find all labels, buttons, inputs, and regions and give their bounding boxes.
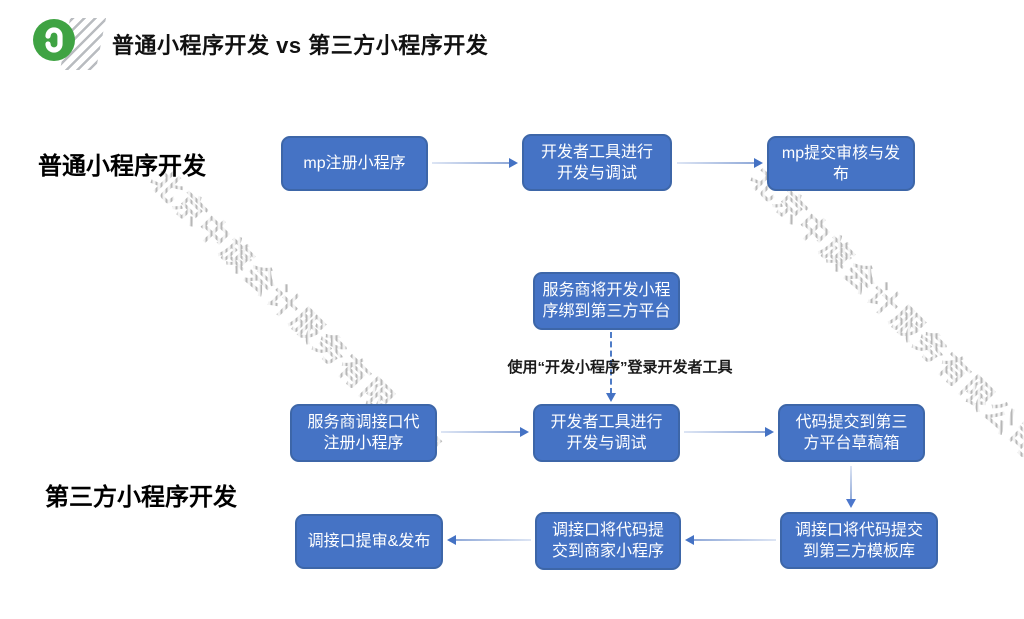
- arrow-shaft: [677, 162, 755, 164]
- flow-node-devtools-debug-1: 开发者工具进行 开发与调试: [522, 134, 672, 191]
- node-text: 序绑到第三方平台: [542, 303, 671, 320]
- arrowhead-down-icon: [606, 393, 616, 402]
- node-text: 注册小程序: [323, 435, 404, 452]
- node-text: 代码提交到第三: [795, 414, 908, 431]
- node-text: 开发者工具进行: [550, 414, 663, 431]
- dashed-connector: [610, 332, 612, 394]
- arrow-shaft: [441, 431, 521, 433]
- node-text: 调接口提审&发布: [307, 533, 431, 550]
- arrow-down-icon: [846, 466, 856, 508]
- flow-node-draft-box: 代码提交到第三 方平台草稿箱: [778, 404, 925, 462]
- arrow-shaft: [850, 466, 852, 500]
- arrow-shaft: [693, 539, 776, 541]
- lane-label-third-party: 第三方小程序开发: [45, 484, 237, 511]
- arrow-left-icon: [685, 535, 776, 545]
- node-text: 服务商将开发小程: [542, 282, 671, 299]
- flow-node-template-library: 调接口将代码提交 到第三方模板库: [780, 512, 938, 569]
- arrowhead-icon: [846, 499, 856, 508]
- arrow-right-icon: [432, 158, 518, 168]
- arrow-right-icon: [441, 427, 529, 437]
- lane-label-ordinary: 普通小程序开发: [38, 153, 206, 180]
- node-text: mp注册小程序: [303, 155, 406, 172]
- node-text: 开发与调试: [566, 435, 647, 452]
- node-text: 服务商调接口代: [307, 414, 420, 431]
- arrow-shaft: [684, 431, 766, 433]
- node-text: 调接口将代码提: [551, 522, 664, 539]
- flow-node-api-register: 服务商调接口代 注册小程序: [290, 404, 437, 462]
- node-text: 方平台草稿箱: [803, 435, 900, 452]
- node-text: 开发者工具进行: [540, 143, 653, 161]
- node-text: mp提交审核与发: [781, 144, 901, 162]
- flow-node-bind-third-party-platform: 服务商将开发小程 序绑到第三方平台: [533, 272, 680, 330]
- node-text: 到第三方模板库: [802, 542, 915, 560]
- arrowhead-icon: [520, 427, 529, 437]
- flow-node-mp-review-publish: mp提交审核与发 布: [767, 136, 915, 191]
- flow-node-mp-register: mp注册小程序: [281, 136, 428, 191]
- dashed-connector-label: 使用“开发小程序”登录开发者工具: [507, 359, 733, 376]
- arrow-right-icon: [677, 158, 763, 168]
- brand-logo: [32, 16, 110, 72]
- page-title: 普通小程序开发 vs 第三方小程序开发: [112, 33, 489, 58]
- arrow-shaft: [432, 162, 510, 164]
- flow-node-audit-publish: 调接口提审&发布: [295, 514, 443, 569]
- arrowhead-icon: [447, 535, 456, 545]
- node-text: 调接口将代码提交: [794, 521, 923, 539]
- arrowhead-icon: [509, 158, 518, 168]
- node-text: 开发与调试: [556, 164, 637, 182]
- miniprogram-logo-icon: [33, 19, 75, 61]
- arrow-shaft: [455, 539, 531, 541]
- node-text: 交到商家小程序: [551, 543, 664, 560]
- arrowhead-icon: [754, 158, 763, 168]
- flow-node-devtools-debug-2: 开发者工具进行 开发与调试: [533, 404, 680, 462]
- flow-node-merchant-miniprogram: 调接口将代码提 交到商家小程序: [535, 512, 681, 570]
- arrow-left-icon: [447, 535, 531, 545]
- arrowhead-icon: [765, 427, 774, 437]
- node-text: 布: [832, 165, 849, 183]
- arrowhead-icon: [685, 535, 694, 545]
- arrow-right-icon: [684, 427, 774, 437]
